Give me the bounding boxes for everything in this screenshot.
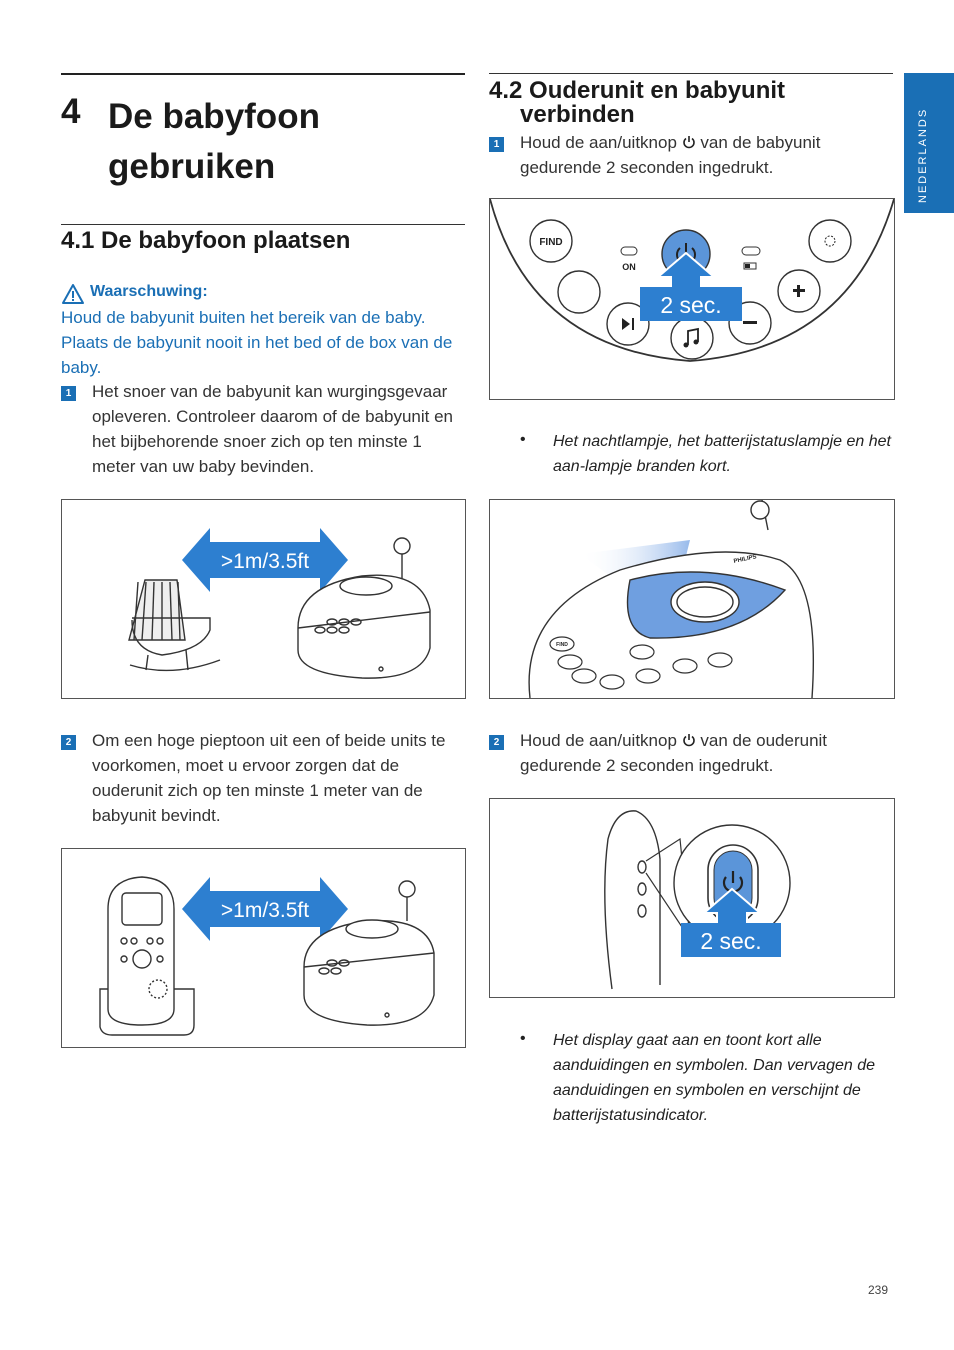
step-42-2-text: Houd de aan/uitknop van de ouderunit ged…: [520, 728, 894, 778]
figure-units-distance: >1m/3.5ft: [61, 848, 466, 1048]
distance-label: >1m/3.5ft: [221, 550, 309, 573]
section-41-rule: [61, 224, 465, 225]
svg-text:FIND: FIND: [556, 642, 568, 648]
step-42-2-badge: 2: [489, 735, 504, 750]
power-icon-2: [682, 734, 695, 747]
battery-indicator: [741, 246, 761, 270]
brand-label: PHILIPS: [733, 554, 757, 565]
step-2-text: Om een hoge pieptoon uit een of beide un…: [92, 731, 446, 825]
svg-text:ON: ON: [622, 262, 636, 272]
chapter-title: De babyfoon gebruiken: [108, 97, 320, 186]
svg-text:2 sec.: 2 sec.: [700, 928, 761, 954]
bullet-2-text: Het display gaat aan en toont kort alle …: [553, 1032, 876, 1124]
chapter-rule: [61, 73, 465, 75]
language-tab: NEDERLANDS: [904, 73, 954, 213]
bullet-2-dot: •: [520, 1030, 526, 1047]
warning-label: Waarschuwing:: [90, 283, 208, 300]
language-tab-label: NEDERLANDS: [917, 107, 929, 203]
figure-baby-unit-panel: FIND ON: [489, 198, 895, 400]
distance-arrow-2: >1m/3.5ft: [182, 877, 348, 941]
distance-arrow: >1m/3.5ft: [182, 528, 348, 592]
duration-label-box-2: 2 sec.: [681, 923, 781, 957]
step-42-1-badge: 1: [489, 137, 504, 152]
figure-crib-distance: >1m/3.5ft: [61, 499, 466, 699]
step-1-text: Het snoer van de babyunit kan wurgingsge…: [92, 382, 454, 476]
crib-illustration: [128, 579, 221, 672]
step-2-badge: 2: [61, 735, 76, 750]
baby-unit-illustration-2: [303, 880, 435, 1026]
distance-label-2: >1m/3.5ft: [221, 899, 309, 922]
figure-parent-unit-power: 2 sec.: [489, 798, 895, 998]
music-button: [670, 316, 714, 360]
figure-baby-unit-lit: PHILIPS FIND: [489, 499, 895, 699]
volume-up-button: [777, 269, 821, 313]
parent-unit-illustration: [99, 876, 195, 1036]
page-number: 239: [868, 1283, 889, 1297]
light-button: [808, 219, 852, 263]
step-42-2-text-b: van de ouderunit gedurende 2 seconden in…: [520, 731, 828, 775]
baby-unit-top: [528, 500, 815, 698]
step-42-1-text-a: Houd de aan/uitknop: [520, 133, 677, 152]
step-42-2-text-a: Houd de aan/uitknop: [520, 731, 677, 750]
svg-text:2 sec.: 2 sec.: [660, 292, 721, 318]
parent-unit-side: [604, 810, 661, 990]
nightlight-moon-button: [557, 270, 601, 314]
baby-unit-buttons: FIND: [549, 636, 733, 690]
section-41-title: 4.1 De babyfoon plaatsen: [61, 227, 351, 254]
duration-label-box: 2 sec.: [640, 287, 742, 321]
bullet-1-text: Het nachtlampje, het batterijstatuslampj…: [553, 433, 891, 475]
baby-unit-illustration: [297, 537, 431, 679]
section-42-rule: [489, 73, 893, 74]
bullet-1-dot: •: [520, 431, 526, 448]
chapter-number: 4: [61, 92, 81, 131]
step-1-badge: 1: [61, 386, 76, 401]
warning-icon: [62, 284, 84, 304]
section-42-title-line2: verbinden: [520, 101, 635, 128]
section-42-title-line1: 4.2 Ouderunit en babyunit: [489, 77, 786, 104]
find-button: FIND: [529, 219, 573, 263]
play-button: [606, 302, 650, 346]
step-42-1-text-b: van de babyunit gedurende 2 seconden ing…: [520, 133, 821, 177]
warning-text: Houd de babyunit buiten het bereik van d…: [61, 308, 453, 377]
on-indicator: ON: [620, 246, 638, 272]
svg-text:FIND: FIND: [539, 237, 562, 248]
step-42-1-text: Houd de aan/uitknop van de babyunit gedu…: [520, 130, 894, 180]
power-icon: [682, 136, 695, 149]
